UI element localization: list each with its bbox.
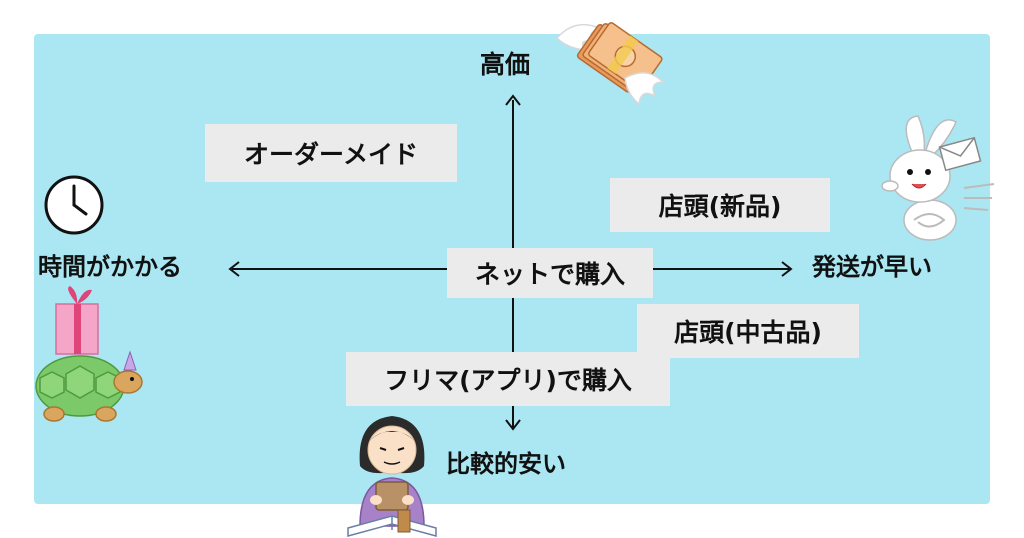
item-store-new: 店頭(新品) <box>610 178 830 232</box>
arrow-up <box>505 94 521 106</box>
axis-label-left: 時間がかかる <box>38 253 182 281</box>
tortoise-with-gift-icon <box>35 286 143 422</box>
girl-reading-wallet-icon <box>347 416 437 537</box>
item-flea-app: フリマ(アプリ)で購入 <box>346 352 670 406</box>
arrow-down <box>505 419 521 431</box>
item-order-made: オーダーメイド <box>205 124 457 182</box>
rabbit-with-letter-icon <box>881 115 995 241</box>
item-center-online: ネットで購入 <box>447 248 653 298</box>
arrow-left <box>228 261 240 277</box>
axis-label-right: 発送が早い <box>812 253 932 281</box>
flying-money-icon <box>555 22 665 106</box>
arrow-right <box>781 261 793 277</box>
clock-icon <box>44 175 104 235</box>
item-store-used: 店頭(中古品) <box>637 304 859 358</box>
axis-label-top: 高価 <box>480 50 531 79</box>
axis-label-bottom: 比較的安い <box>446 450 566 478</box>
